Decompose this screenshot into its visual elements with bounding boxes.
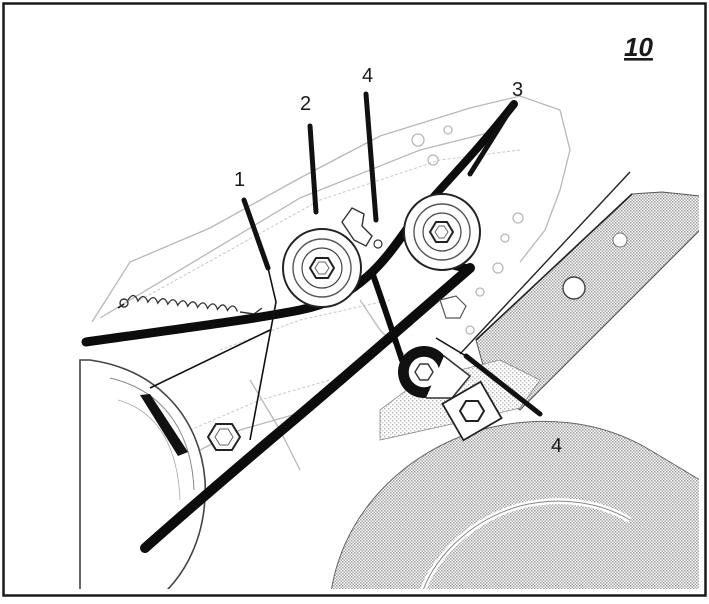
left-pulley-disc — [79, 359, 206, 589]
leader-lines — [241, 91, 543, 441]
tensioner-bolt — [441, 380, 503, 442]
guide-bar — [459, 171, 699, 411]
figure-number: 10 — [624, 32, 653, 62]
idler-roller-3 — [403, 193, 481, 271]
callout-4-right: 4 — [551, 435, 562, 457]
callout-3: 3 — [512, 79, 523, 101]
bracket-clip — [341, 207, 467, 319]
lower-left-bolt — [140, 329, 271, 456]
callout-1: 1 — [234, 169, 245, 191]
idler-roller-2 — [282, 228, 362, 308]
callout-2: 2 — [300, 93, 311, 115]
tensioner-pulley — [398, 346, 503, 442]
callout-4-top: 4 — [362, 65, 373, 87]
callout-labels: 1 2 4 3 4 — [234, 65, 562, 457]
